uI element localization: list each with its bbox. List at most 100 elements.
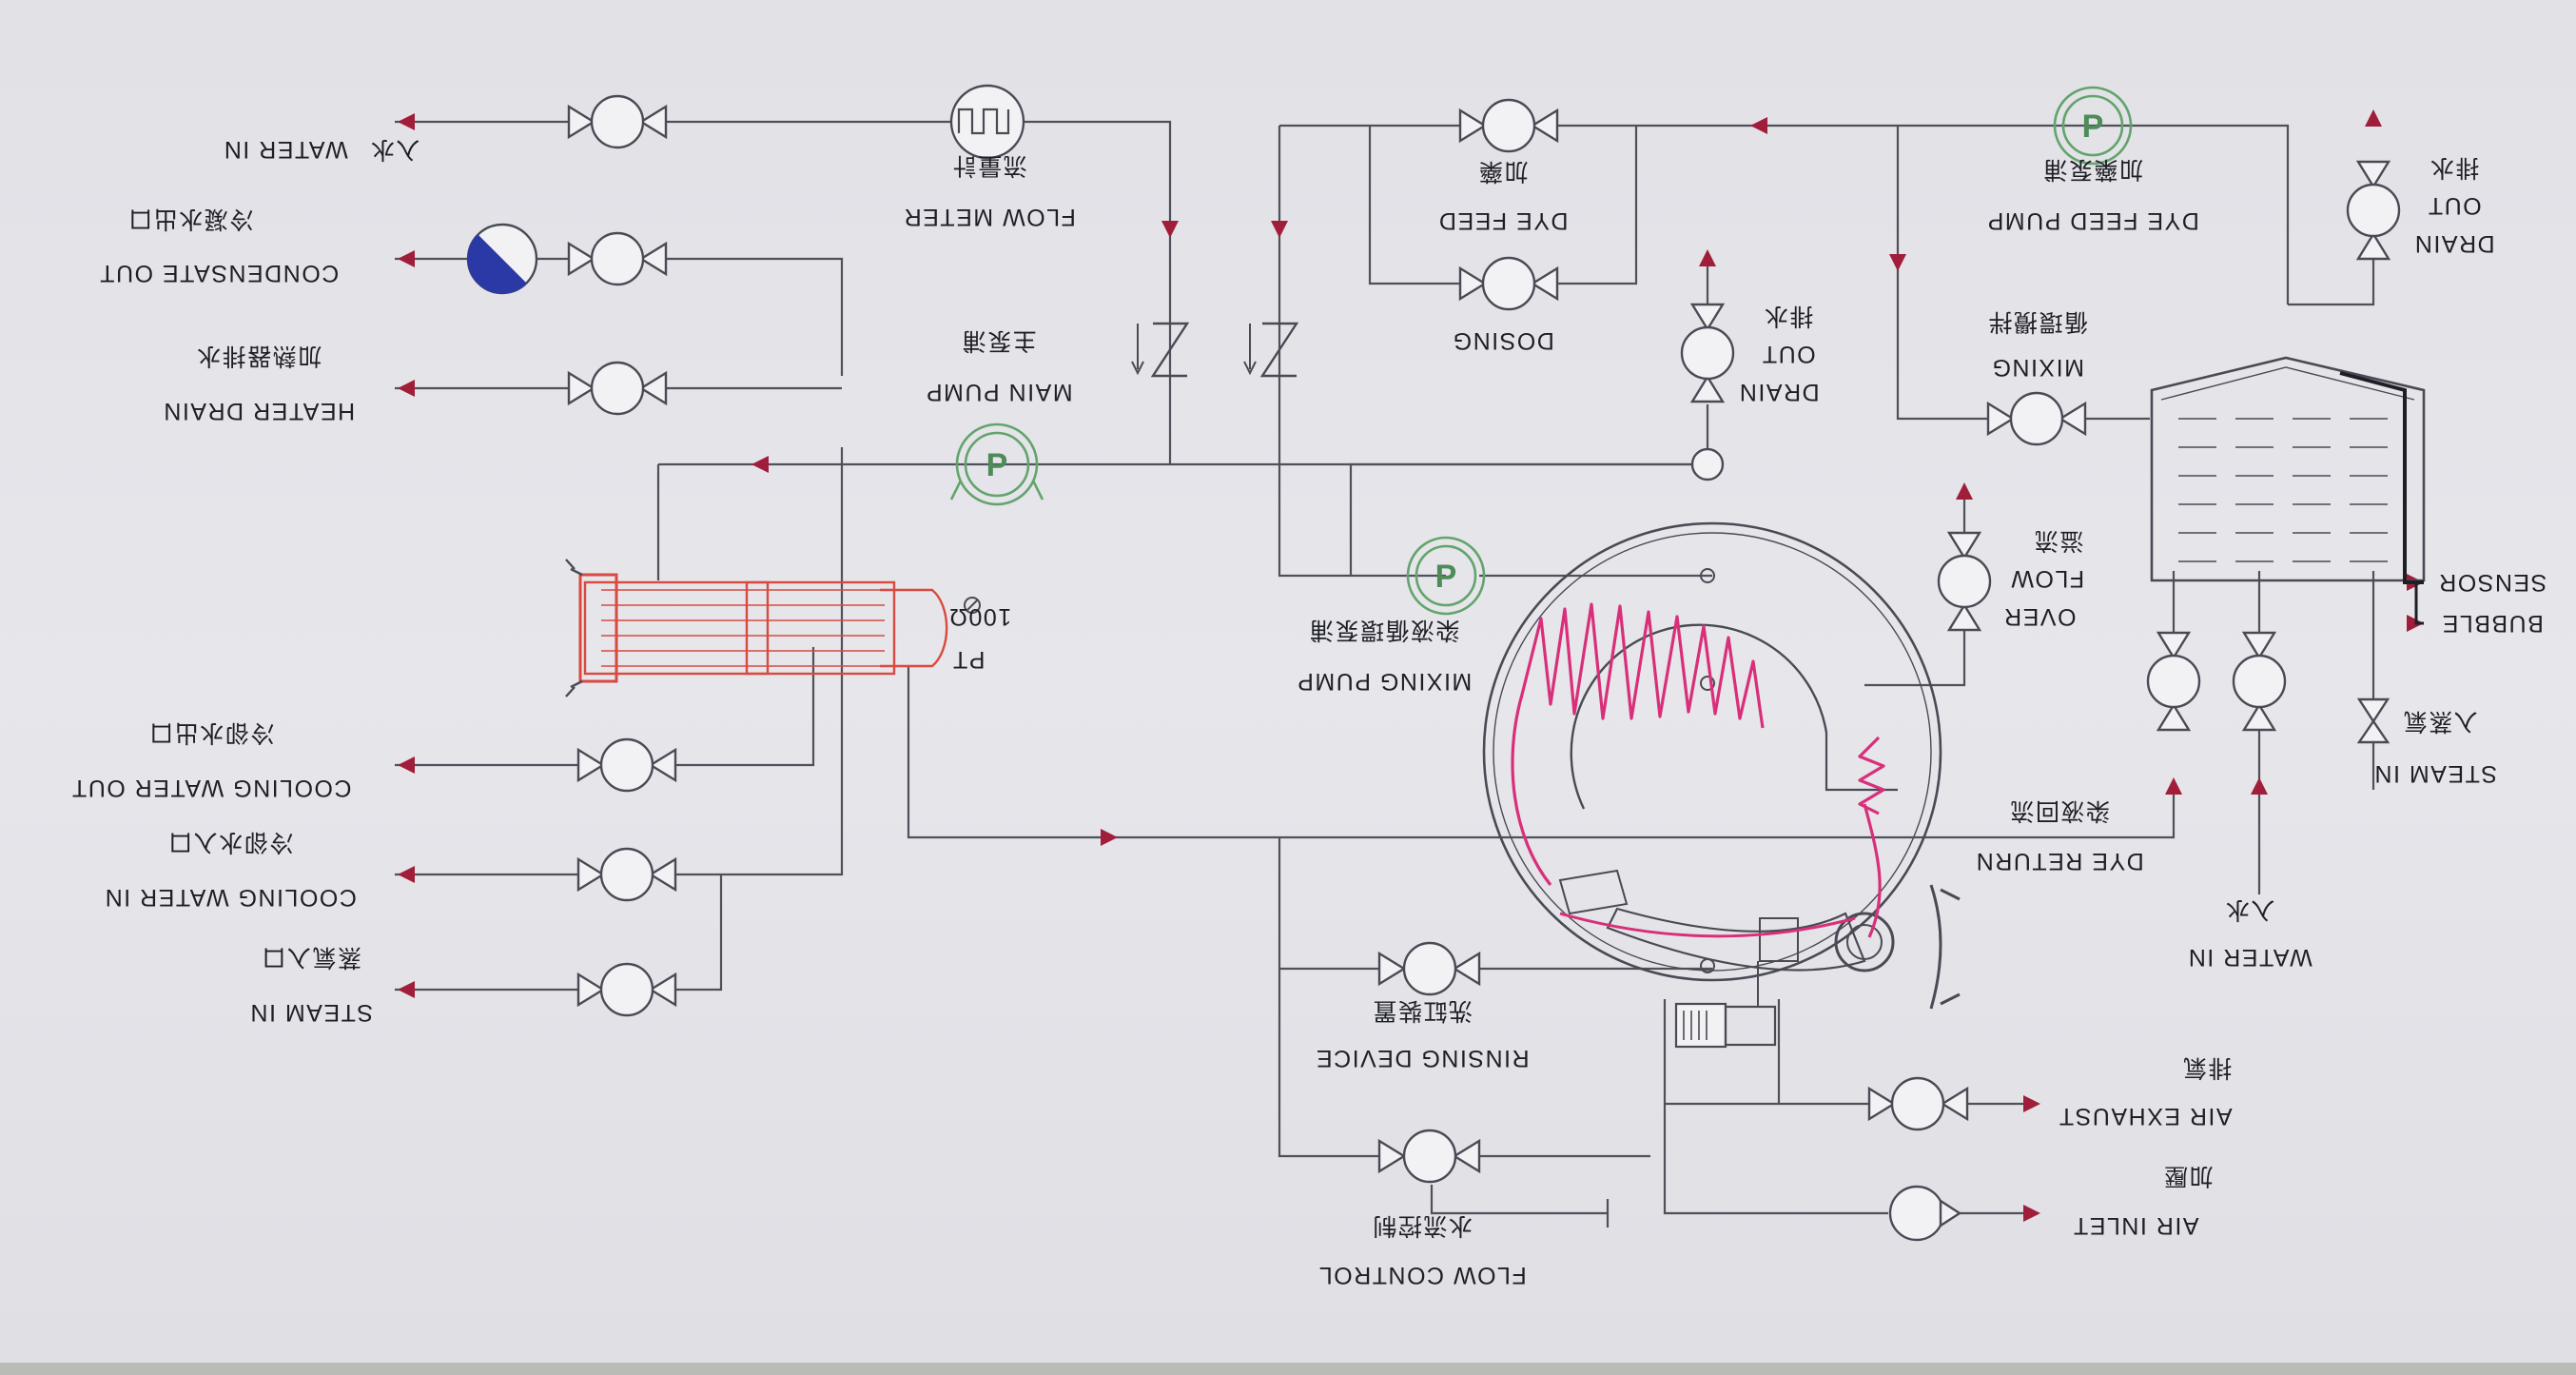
junction-node bbox=[1690, 447, 1725, 481]
screen-bezel bbox=[0, 1363, 2576, 1375]
heat-exchanger bbox=[565, 559, 981, 697]
valve-air-exhaust[interactable] bbox=[1867, 1076, 1969, 1131]
valve-dye-feed[interactable] bbox=[1458, 98, 1559, 153]
valve-drain-out-right[interactable] bbox=[2346, 160, 2401, 261]
left-valves bbox=[567, 94, 677, 1017]
arrow-condensate-out bbox=[398, 250, 415, 267]
label-flow-control: FLOW CONTROL bbox=[1317, 1262, 1526, 1288]
label-mixing: MIXING bbox=[1991, 354, 2084, 381]
label-rinsing-device: RINSING DEVICE bbox=[1315, 1045, 1529, 1071]
dye-feed-pump-symbol: P bbox=[2082, 108, 2104, 145]
label-over-flow-cn: 溢流 bbox=[2033, 527, 2083, 554]
valve-steam-in[interactable] bbox=[576, 962, 677, 1017]
valve-water-in[interactable] bbox=[567, 94, 668, 149]
arrow-mixing-down bbox=[1889, 254, 1906, 271]
main-pump: P bbox=[949, 422, 1044, 506]
label-cooling-water-in: COOLING WATER IN bbox=[104, 884, 357, 911]
label-heater-drain-cn: 加熱器排水 bbox=[196, 343, 322, 369]
main-pump-symbol: P bbox=[986, 447, 1008, 483]
mixing-pump-symbol: P bbox=[1435, 559, 1457, 595]
condensate-trap bbox=[466, 223, 538, 295]
arrow-return bbox=[1101, 829, 1118, 846]
label-cooling-water-out-cn: 冷卻水出口 bbox=[148, 719, 275, 746]
label-air-inlet-cn: 加壓 bbox=[2162, 1163, 2213, 1189]
valve-dosing[interactable] bbox=[1458, 256, 1559, 311]
dye-feed-pump: P bbox=[2053, 86, 2133, 166]
label-mixing-pump: MIXING PUMP bbox=[1297, 668, 1473, 695]
arrow-steam-in bbox=[398, 981, 415, 998]
label-bubble: BUBBLE bbox=[2441, 610, 2544, 637]
label-dye-feed-cn: 加藥 bbox=[1477, 158, 1528, 185]
arrow-cooling-in bbox=[398, 866, 415, 883]
valve-air-inlet[interactable] bbox=[1888, 1185, 1962, 1242]
label-water-in: WATER IN bbox=[223, 136, 347, 163]
label-over-flow-b: FLOW bbox=[2010, 565, 2084, 592]
label-drain-out-mid-b: OUT bbox=[1761, 341, 1815, 367]
arrow-air-inlet bbox=[2023, 1205, 2040, 1222]
label-dye-return-cn: 染液回流 bbox=[2009, 797, 2110, 824]
valve-flow-control[interactable] bbox=[1377, 1129, 1481, 1184]
arrow-drain-mid-up bbox=[1699, 249, 1716, 266]
labels: WATER IN 入水 CONDENSATE OUT 冷凝水出口 HEATER … bbox=[71, 136, 2547, 1288]
label-flow-meter-cn: 流量計 bbox=[951, 152, 1027, 179]
check-valve-1 bbox=[1131, 322, 1190, 378]
label-pt100-b: 100Ω bbox=[948, 603, 1011, 630]
arrow-cooling-out bbox=[398, 756, 415, 774]
label-condensate-out-cn: 冷凝水出口 bbox=[127, 206, 254, 232]
valve-cooling-water-in[interactable] bbox=[576, 847, 677, 902]
valve-cooling-water-out[interactable] bbox=[576, 737, 677, 793]
valve-steam-in-right[interactable] bbox=[2356, 697, 2391, 744]
label-drain-out-right-a: DRAIN bbox=[2413, 230, 2494, 257]
valve-mixing[interactable] bbox=[1986, 391, 2087, 446]
label-steam-in-right: STEAM IN bbox=[2373, 760, 2497, 787]
label-drain-out-right-b: OUT bbox=[2427, 192, 2481, 219]
label-sensor: SENSOR bbox=[2438, 569, 2547, 596]
arrow-dye-feed bbox=[1750, 117, 1767, 134]
label-water-in-right: WATER IN bbox=[2187, 944, 2312, 971]
valve-condensate-out[interactable] bbox=[567, 231, 668, 286]
label-dye-return: DYE RETURN bbox=[1975, 848, 2144, 874]
valve-heater-drain[interactable] bbox=[567, 361, 668, 416]
label-heater-drain: HEATER DRAIN bbox=[163, 398, 355, 424]
label-condensate-out: CONDENSATE OUT bbox=[99, 260, 340, 286]
valve-dye-return[interactable] bbox=[2146, 631, 2201, 732]
label-air-inlet: AIR INLET bbox=[2073, 1212, 2199, 1239]
arrow-flowmeter-down bbox=[1161, 221, 1179, 238]
arrow-main-line bbox=[751, 456, 769, 473]
arrow-drain-right-up bbox=[2365, 109, 2382, 127]
arrow-water-in bbox=[398, 113, 415, 130]
label-dye-feed-pump: DYE FEED PUMP bbox=[1986, 207, 2199, 234]
valve-over-flow[interactable] bbox=[1937, 531, 1992, 632]
label-over-flow-a: OVER bbox=[2003, 603, 2077, 630]
label-steam-in-cn: 蒸氣入口 bbox=[261, 944, 361, 971]
heating-coil bbox=[1511, 602, 1885, 938]
label-main-pump-cn: 主泵浦 bbox=[961, 327, 1037, 354]
label-main-pump: MAIN PUMP bbox=[925, 379, 1072, 405]
label-cooling-water-out: COOLING WATER OUT bbox=[71, 775, 352, 801]
check-valve-2 bbox=[1243, 322, 1299, 378]
label-air-exhaust: AIR EXHAUST bbox=[2058, 1103, 2232, 1129]
pump-motor bbox=[1674, 961, 1777, 1049]
dye-tank bbox=[2150, 356, 2426, 625]
label-drain-out-right-cn: 排水 bbox=[2429, 154, 2479, 181]
flow-meter bbox=[949, 84, 1025, 160]
label-drain-out-mid-cn: 排水 bbox=[1763, 303, 1813, 329]
label-pt100-a: PT bbox=[952, 646, 986, 673]
valve-drain-out-mid[interactable] bbox=[1680, 303, 1735, 403]
label-air-exhaust-cn: 排氣 bbox=[2181, 1054, 2232, 1081]
arrow-air-exhaust bbox=[2023, 1095, 2040, 1112]
label-drain-out-mid-a: DRAIN bbox=[1738, 379, 1819, 405]
valve-water-in-right[interactable] bbox=[2232, 631, 2287, 732]
valve-rinsing-device[interactable] bbox=[1377, 941, 1481, 996]
label-mixing-pump-cn: 染液循環泵浦 bbox=[1308, 617, 1459, 643]
arrow-water-in-right-up bbox=[2251, 777, 2268, 795]
arrow-heater-drain bbox=[398, 380, 415, 397]
mixing-pump: P bbox=[1406, 536, 1486, 616]
arrow-overflow-up bbox=[1956, 482, 1973, 500]
label-water-in-cn: 入水 bbox=[369, 136, 420, 163]
dye-vessel bbox=[1482, 521, 1961, 1010]
label-flow-control-cn: 水流控制 bbox=[1372, 1212, 1473, 1239]
label-dye-feed-pump-cn: 加藥泵浦 bbox=[2042, 156, 2143, 183]
